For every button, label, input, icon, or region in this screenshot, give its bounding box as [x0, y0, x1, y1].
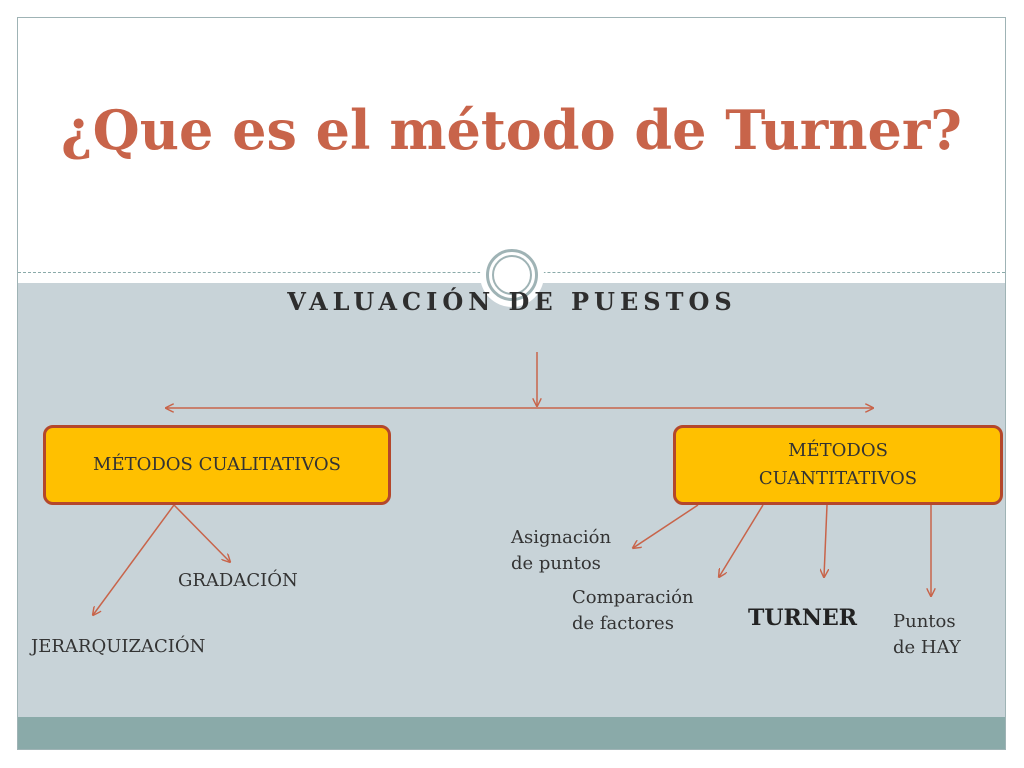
- divider-circle-ring: [486, 249, 538, 301]
- arrow-to-jerarquizacion: [93, 504, 175, 615]
- arrow-to-turner: [824, 504, 827, 577]
- box-metodos-cualitativos-label: MÉTODOS CUALITATIVOS: [93, 454, 341, 475]
- diagram-root-label: VALUACIÓN DE PUESTOS: [287, 287, 737, 316]
- box-metodos-cuantitativos-label: MÉTODOS CUANTITATIVOS: [758, 440, 918, 489]
- arrow-to-asignacion: [633, 504, 699, 548]
- label-asignacion-de-puntos: Asignación de puntos: [511, 527, 612, 574]
- arrow-to-gradacion: [173, 504, 230, 562]
- box-metodos-cuantitativos: MÉTODOS CUANTITATIVOS: [673, 425, 1003, 505]
- footer-band: [18, 717, 1005, 749]
- label-gradacion: GRADACIÓN: [178, 570, 298, 591]
- label-jerarquizacion: JERARQUIZACIÓN: [31, 636, 206, 657]
- slide-title: ¿Que es el método de Turner?: [61, 98, 962, 162]
- label-turner: TURNER: [748, 605, 858, 631]
- label-puntos-de-hay: Puntos de HAY: [893, 611, 961, 658]
- title-area: [18, 18, 1005, 272]
- divider-circle-inner: [492, 255, 532, 295]
- arrow-to-comparacion: [719, 504, 764, 577]
- label-comparacion-de-factores: Comparación de factores: [572, 587, 694, 634]
- box-metodos-cualitativos: MÉTODOS CUALITATIVOS: [43, 425, 391, 505]
